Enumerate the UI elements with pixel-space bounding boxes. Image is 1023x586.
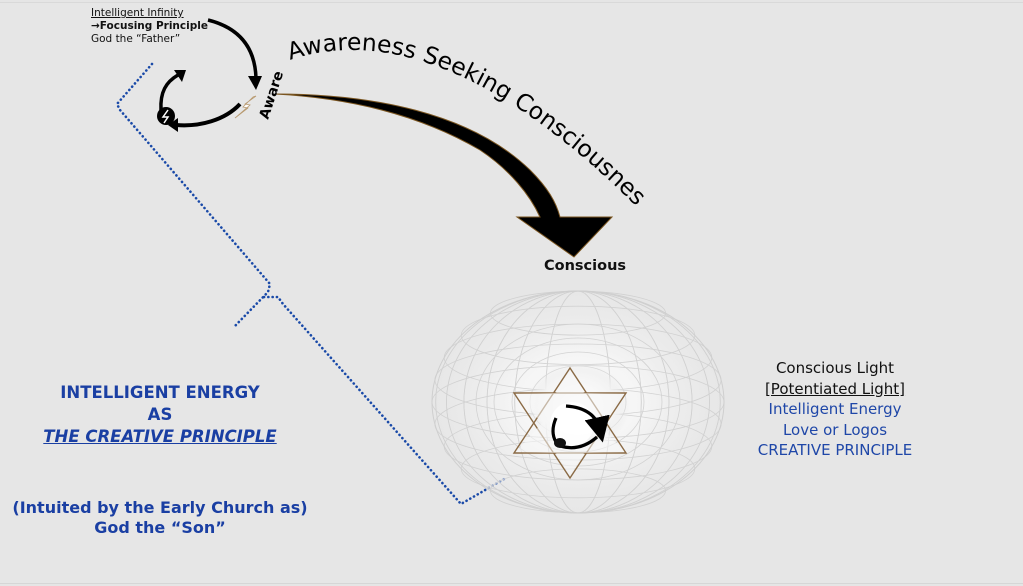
god-father-label: God the “Father” — [91, 33, 181, 45]
early-church-block: (Intuited by the Early Church as) God th… — [10, 498, 310, 538]
intelligent-energy-title: INTELLIGENT ENERGY — [60, 383, 260, 402]
love-logos-label: Love or Logos — [782, 420, 888, 439]
conscious-label: Conscious — [544, 258, 627, 274]
dotted-bracket — [115, 62, 508, 506]
big-curved-arrow-icon — [274, 93, 614, 258]
conscious-light-label: Conscious Light — [775, 359, 895, 377]
intelligent-infinity-block: Intelligent Infinity →Focusing Principle… — [91, 7, 208, 46]
creative-principle-title: THE CREATIVE PRINCIPLE — [43, 427, 277, 446]
bracket-top-segment — [115, 62, 272, 330]
focusing-principle-label: →Focusing Principle — [91, 20, 208, 32]
early-church-label: (Intuited by the Early Church as) — [12, 498, 308, 517]
creative-principle-label: CREATIVE PRINCIPLE — [757, 441, 913, 459]
circular-arrows-icon — [157, 18, 262, 132]
center-orb-icon — [554, 438, 566, 448]
intelligent-energy-heading: INTELLIGENT ENERGY AS THE CREATIVE PRINC… — [20, 382, 300, 448]
as-label: AS — [147, 405, 173, 424]
intelligent-energy-label: Intelligent Energy — [768, 400, 902, 418]
torus-ring — [489, 468, 666, 514]
torus-inner-ring — [475, 323, 681, 481]
conscious-light-block: Conscious Light [Potentiated Light] Inte… — [735, 358, 935, 461]
lightning-bolt-icon — [234, 95, 257, 119]
intelligent-infinity-label: Intelligent Infinity — [91, 7, 184, 19]
torus-ring — [489, 290, 666, 336]
potentiated-light-label: [Potentiated Light] — [764, 379, 906, 398]
bracket-lower-segment — [262, 295, 508, 506]
god-son-label: God the “Son” — [94, 518, 226, 537]
